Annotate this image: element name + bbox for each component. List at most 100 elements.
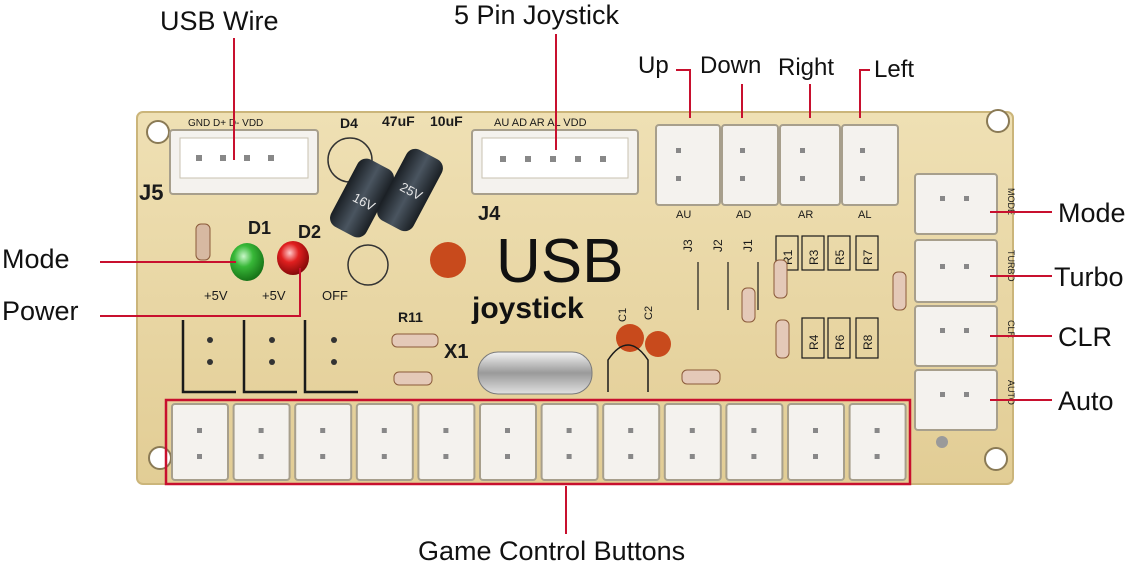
- game-button-connector: [294, 403, 353, 481]
- game-button-connector: [355, 403, 414, 481]
- j5-label: J5: [139, 180, 163, 205]
- mounting-hole: [146, 120, 170, 144]
- power-line: [100, 268, 301, 317]
- side-auto-label: AUTO: [1006, 380, 1016, 405]
- mode-right-callout: Mode: [1058, 198, 1126, 228]
- down-callout: Down: [700, 52, 762, 79]
- auto-callout: Auto: [1058, 386, 1114, 416]
- right-callout: Right: [778, 54, 835, 81]
- cap-10uf-label: 10uF: [430, 113, 463, 129]
- five-pin-joystick-callout: 5 Pin Joystick: [454, 0, 620, 30]
- game-button-connector: [663, 403, 722, 481]
- red-led: [277, 241, 309, 275]
- game-button-connector: [540, 403, 599, 481]
- j4-label: J4: [478, 203, 501, 225]
- mounting-hole: [984, 447, 1008, 471]
- direction-connectors: [655, 124, 899, 206]
- clr-callout: CLR: [1058, 322, 1113, 352]
- jumper-pads: [181, 320, 358, 394]
- mode-connector: [914, 173, 998, 235]
- c1-label: C1: [617, 308, 629, 322]
- left-connector: [841, 124, 899, 206]
- power-callout: Power: [2, 296, 79, 326]
- down-connector: [721, 124, 779, 206]
- r6-label: R6: [833, 334, 847, 350]
- right-connector: [779, 124, 841, 206]
- resistor: [681, 369, 721, 385]
- cap-footprint: [607, 344, 649, 392]
- callout-lines: [100, 34, 1052, 534]
- game-button-connectors: [171, 403, 907, 481]
- board-brand: USB: [496, 227, 623, 296]
- x1-label: X1: [444, 341, 468, 363]
- up-connector: [655, 124, 721, 206]
- r3-label: R3: [807, 249, 821, 265]
- c1-capacitor: [616, 324, 644, 352]
- c2-label: C2: [643, 306, 655, 320]
- d1-label: D1: [248, 218, 271, 238]
- diode-footprint: [347, 244, 389, 286]
- v5-label-b: +5V: [262, 288, 286, 303]
- game-button-connector: [232, 403, 291, 481]
- usb-wire-callout: USB Wire: [160, 6, 279, 36]
- game-button-connector: [848, 403, 907, 481]
- j5-usb-connector: [169, 129, 319, 195]
- side-clr-label: CLR: [1006, 320, 1016, 339]
- ar-label: AR: [798, 209, 813, 221]
- usb-pin-labels: GND D+ D- VDD: [188, 118, 263, 129]
- al-label: AL: [858, 209, 871, 221]
- joystick-pin-labels: AU AD AR AL VDD: [494, 117, 587, 129]
- off-label: OFF: [322, 288, 348, 303]
- left-callout: Left: [874, 56, 915, 83]
- resistor: [741, 287, 756, 323]
- green-led: [230, 243, 264, 281]
- turbo-callout: Turbo: [1054, 262, 1124, 292]
- j1-label: J1: [741, 239, 755, 252]
- resistor-array-bottom: [801, 317, 879, 359]
- ad-label: AD: [736, 209, 751, 221]
- board-subtitle: joystick: [471, 292, 584, 325]
- electrolytic-capacitor-16v: 16V: [330, 158, 394, 238]
- resistor: [393, 371, 433, 386]
- mounting-hole: [986, 109, 1010, 133]
- r7-label: R7: [861, 249, 875, 265]
- auto-connector: [914, 369, 998, 431]
- ceramic-capacitor: [430, 242, 466, 278]
- game-button-connector: [479, 403, 537, 481]
- au-label: AU: [676, 209, 691, 221]
- up-callout: Up: [638, 52, 669, 79]
- side-connectors: [914, 173, 998, 431]
- game-button-connector: [171, 403, 229, 481]
- mounting-hole: [148, 446, 172, 470]
- resistor: [195, 223, 211, 261]
- left-line: [859, 69, 870, 118]
- game-button-connector: [787, 403, 845, 481]
- mode-left-callout: Mode: [2, 244, 70, 274]
- crystal-oscillator: [477, 351, 593, 395]
- cap-47uf-label: 47uF: [382, 113, 415, 129]
- solder-point: [936, 436, 948, 448]
- side-turbo-label: TURBO: [1006, 250, 1016, 282]
- d4-label: D4: [340, 115, 358, 131]
- up-line: [676, 69, 691, 118]
- r11-resistor: [391, 333, 439, 348]
- r4-label: R4: [807, 334, 821, 350]
- turbo-connector: [914, 239, 998, 303]
- d2-label: D2: [298, 222, 321, 242]
- c2-capacitor: [645, 331, 671, 357]
- resistor: [892, 271, 907, 311]
- clr-connector: [914, 305, 998, 367]
- resistor: [775, 319, 790, 359]
- j4-joystick-connector: [471, 129, 639, 195]
- r11-label: R11: [398, 309, 423, 325]
- j3-label: J3: [681, 239, 695, 252]
- resistor: [773, 259, 788, 299]
- side-mode-label: MODE: [1006, 188, 1016, 215]
- game-buttons-highlight: [164, 398, 912, 486]
- game-control-buttons-callout: Game Control Buttons: [418, 536, 686, 566]
- game-button-connector: [417, 403, 476, 481]
- electrolytic-capacitor-25v: 25V: [377, 148, 443, 232]
- j2-label: J2: [711, 239, 725, 252]
